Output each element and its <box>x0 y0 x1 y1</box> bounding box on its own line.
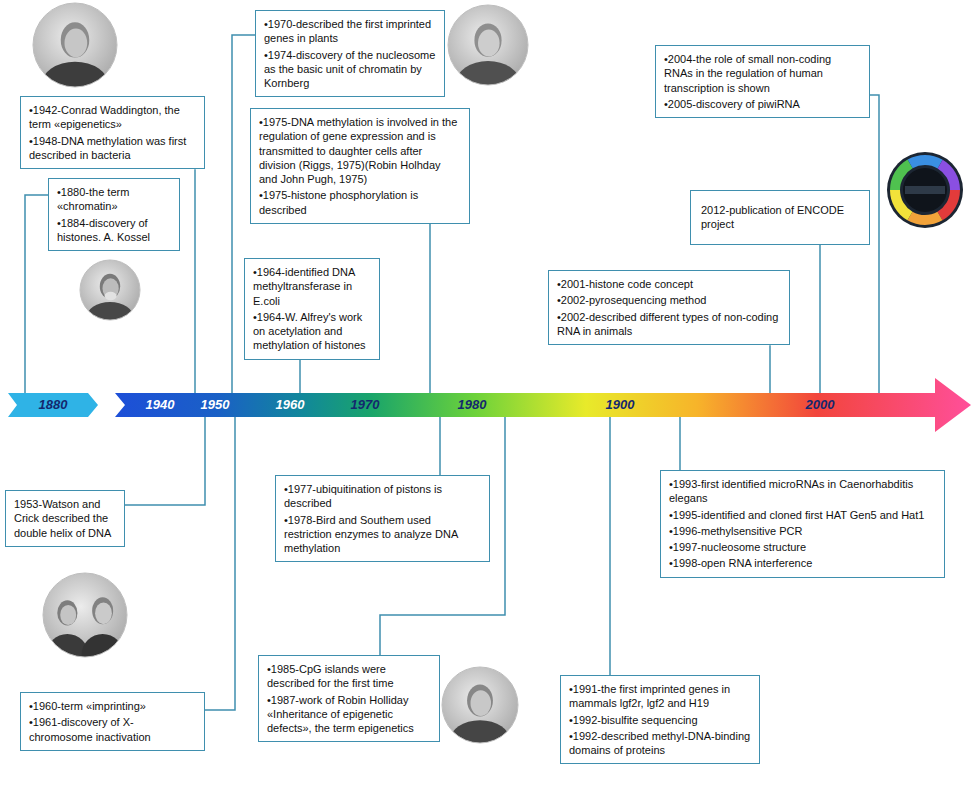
event-text: •1974-discovery of the nucleosome as the… <box>264 48 436 91</box>
portrait-photo <box>448 5 528 105</box>
event-box: •2001-histone code concept •2002-pyrosequ… <box>548 270 790 345</box>
timeline-arrow: 1940 1950 1960 1970 1980 1900 2000 <box>115 393 935 417</box>
event-text: •1991-the first imprinted genes in mamma… <box>569 682 751 711</box>
portrait-photo <box>442 667 518 762</box>
event-text: •1964-identified DNA methyltransferase i… <box>253 265 371 308</box>
leader-line <box>299 360 301 393</box>
year-label: 1960 <box>276 393 305 417</box>
event-box: •1985-CpG islands were described for the… <box>258 655 440 742</box>
event-box: •1993-first identified microRNAs in Caen… <box>660 470 945 578</box>
year-label: 1970 <box>351 393 380 417</box>
event-box: •1960-term «imprinting» •1961-discovery o… <box>20 692 205 751</box>
event-text: •1997-nucleosome structure <box>669 540 936 554</box>
event-text: •2005-discovery of piwiRNA <box>664 97 861 111</box>
event-text: •1996-methylsensitive PCR <box>669 524 936 538</box>
leader-line <box>819 245 821 393</box>
event-text: •1985-CpG islands were described for the… <box>267 662 431 691</box>
portrait-photo <box>33 3 117 108</box>
encode-logo <box>887 152 963 228</box>
event-text: 1953-Watson and Crick described the doub… <box>14 497 116 540</box>
event-box: •1970-described the first imprinted gene… <box>255 10 445 97</box>
year-label: 1900 <box>606 393 635 417</box>
arrow-body <box>115 378 971 432</box>
event-text: •1992-described methyl-DNA-binding domai… <box>569 729 751 758</box>
event-text: •1998-open RNA interference <box>669 556 936 570</box>
event-text: •1977-ubiquitination of pistons is descr… <box>284 482 481 511</box>
event-text: •1975-DNA methylation is involved in the… <box>259 115 461 186</box>
event-text: •1992-bisulfite sequencing <box>569 713 751 727</box>
event-text: 2012-publication of ENCODE project <box>701 203 859 232</box>
leader-line <box>609 417 611 675</box>
event-text: •1948-DNA methylation was first describe… <box>29 134 196 163</box>
leader-line <box>194 169 196 393</box>
event-box: 2012-publication of ENCODE project <box>690 190 870 245</box>
portrait-photo <box>80 260 140 335</box>
leader-line <box>25 195 48 393</box>
year-label: 1950 <box>201 393 230 417</box>
event-text: •1970-described the first imprinted gene… <box>264 17 436 46</box>
event-text: •1995-identified and cloned first HAT Ge… <box>669 508 936 522</box>
event-text: •2002-pyrosequencing method <box>557 293 781 307</box>
leader-line <box>679 417 681 470</box>
event-box: •1991-the first imprinted genes in mamma… <box>560 675 760 764</box>
year-label: 1980 <box>458 393 487 417</box>
event-box: •1964-identified DNA methyltransferase i… <box>244 258 380 360</box>
event-text: •2004-the role of small non-coding RNAs … <box>664 52 861 95</box>
event-text: •1960-term «imprinting» <box>29 699 196 713</box>
year-label: 1940 <box>146 393 175 417</box>
event-box: •1977-ubiquitination of pistons is descr… <box>275 475 490 562</box>
event-text: •1993-first identified microRNAs in Caen… <box>669 477 936 506</box>
leader-line <box>439 417 441 475</box>
leader-line <box>870 95 879 393</box>
year-label: 1880 <box>39 393 68 417</box>
chevron-body <box>8 393 98 417</box>
leader-line <box>205 417 235 710</box>
event-text: •1961-discovery of X-chromosome inactiva… <box>29 715 196 744</box>
leader-line <box>125 417 205 505</box>
event-text: •1942-Conrad Waddington, the term «epige… <box>29 103 196 132</box>
event-box: •1942-Conrad Waddington, the term «epige… <box>20 96 205 169</box>
leader-line <box>429 224 431 393</box>
event-text: •1978-Bird and Southem used restriction … <box>284 513 481 556</box>
event-box: 1953-Watson and Crick described the doub… <box>5 490 125 547</box>
event-text: •2002-described different types of non-c… <box>557 310 781 339</box>
event-text: •1880-the term «chromatin» <box>57 185 171 214</box>
event-text: •2001-histone code concept <box>557 277 781 291</box>
leader-line <box>769 345 771 393</box>
timeline-start: 1880 <box>8 393 98 417</box>
year-label: 2000 <box>806 393 835 417</box>
event-text: •1987-work of Robin Holliday «Inheritanc… <box>267 693 431 736</box>
event-text: •1975-histone phosphorylation is describ… <box>259 188 461 217</box>
event-text: •1964-W. Alfrey's work on acetylation an… <box>253 310 371 353</box>
event-box: •1880-the term «chromatin»•1884-discover… <box>48 178 180 251</box>
portrait-photo <box>43 573 127 676</box>
event-box: •2004-the role of small non-coding RNAs … <box>655 45 870 118</box>
event-box: •1975-DNA methylation is involved in the… <box>250 108 470 224</box>
event-text: •1884-discovery of histones. A. Kossel <box>57 216 171 245</box>
